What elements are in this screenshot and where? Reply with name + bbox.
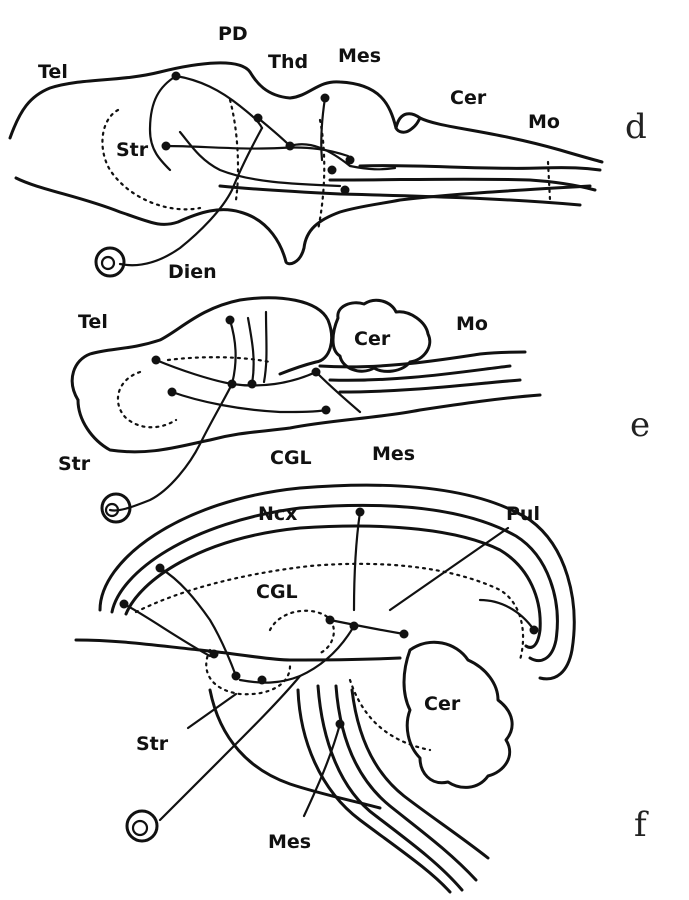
panel-f-neuron — [326, 616, 335, 625]
panel-d-label-tel: Tel — [38, 61, 68, 83]
panel-e-letter: e — [630, 405, 650, 445]
panel-f-neuron — [258, 676, 267, 685]
panel-d-neuron — [254, 114, 263, 123]
panel-d-label-mes: Mes — [338, 45, 381, 67]
panel-d-label-dien: Dien — [168, 261, 217, 283]
panel-f-label-str: Str — [136, 733, 169, 755]
panel-e-neuron — [312, 368, 321, 377]
panel-d-fiber — [180, 132, 340, 186]
panel-f-leader-pul — [390, 528, 508, 610]
panel-d-neuron — [341, 186, 350, 195]
panel-f-label-ncx: Ncx — [258, 503, 297, 525]
panel-d-neuron — [346, 156, 355, 165]
panel-e-fiber — [230, 320, 236, 384]
panel-d-label-mo: Mo — [528, 111, 560, 133]
panel-d-neuron — [321, 94, 330, 103]
panel-f-ventral-outline — [76, 640, 400, 660]
panel-f-neuron — [356, 508, 365, 517]
panel-f-fiber — [330, 620, 404, 634]
panel-f: Ncx Pul CGL Cer Str Mes f — [76, 485, 649, 892]
panel-f-retina-icon — [133, 821, 147, 835]
panel-f-label-cgl: CGL — [256, 581, 298, 603]
panel-d-label-pd: PD — [218, 23, 248, 45]
panel-f-letter: f — [634, 805, 649, 845]
panel-f-fiber — [160, 568, 236, 676]
panel-d-label-cer: Cer — [450, 87, 487, 109]
panel-f-fiber — [240, 626, 354, 683]
panel-f-neuron — [156, 564, 165, 573]
panel-e-medulla-line-3 — [340, 380, 520, 392]
panel-e: Tel Cer Mo Str CGL Mes e — [58, 298, 650, 522]
panel-f-fiber — [124, 604, 210, 656]
panel-f-label-cer: Cer — [424, 693, 461, 715]
panel-f-cgl-dotted — [270, 611, 334, 654]
panel-e-fiber — [264, 312, 267, 382]
panel-f-neuron — [210, 650, 219, 659]
panel-e-brain-outline — [72, 298, 331, 400]
panel-f-label-mes: Mes — [268, 831, 311, 853]
panel-e-ventral-outline — [78, 395, 540, 452]
panel-e-label-cgl: CGL — [270, 447, 312, 469]
panel-d-retina-icon — [102, 257, 114, 269]
panel-e-neuron — [322, 406, 331, 415]
panel-f-neuron — [232, 672, 241, 681]
panel-f-neuron — [336, 720, 345, 729]
panel-e-neuron — [168, 388, 177, 397]
panel-d-neuron — [286, 142, 295, 151]
panel-e-medulla-line-1 — [320, 352, 525, 367]
panel-f-neuron — [530, 626, 539, 635]
panel-d-label-thd: Thd — [268, 51, 308, 73]
panel-e-neuron — [226, 316, 235, 325]
panel-d-fiber — [176, 76, 262, 128]
panel-f-eye-icon — [127, 811, 157, 841]
panel-e-striatum-dotted — [118, 372, 176, 427]
panel-f-label-pul: Pul — [506, 503, 540, 525]
panel-f-neuron — [120, 600, 129, 609]
panel-d-neuron — [328, 166, 337, 175]
panel-e-fiber — [172, 392, 326, 412]
panel-d-fiber — [258, 118, 290, 146]
panel-e-fiber — [248, 318, 254, 384]
panel-d-neuron — [172, 72, 181, 81]
panel-d-label-str: Str — [116, 139, 149, 161]
panel-e-label-mo: Mo — [456, 313, 488, 335]
panel-d-letter: d — [625, 107, 647, 147]
panel-e-label-mes: Mes — [372, 443, 415, 465]
panel-e-label-str: Str — [58, 453, 91, 475]
panel-e-neuron — [152, 356, 161, 365]
panel-f-brainstem-4 — [352, 690, 488, 858]
panel-d-fiber — [150, 76, 176, 170]
panel-f-midbrain-dotted — [350, 680, 430, 750]
panel-d-eye-icon — [96, 248, 124, 276]
panel-e-label-cer: Cer — [354, 328, 391, 350]
panel-f-fiber — [304, 724, 340, 816]
panel-f-thalamus-dotted — [136, 564, 523, 660]
panel-e-neuron — [248, 380, 257, 389]
panel-e-neuron — [228, 380, 237, 389]
panel-f-neuron — [350, 622, 359, 631]
panel-f-neuron — [400, 630, 409, 639]
panel-e-label-tel: Tel — [78, 311, 108, 333]
panel-d: Tel PD Thd Mes Cer Mo Str Dien d — [10, 23, 647, 283]
panel-f-fiber — [480, 600, 534, 630]
panel-d-neuron — [162, 142, 171, 151]
